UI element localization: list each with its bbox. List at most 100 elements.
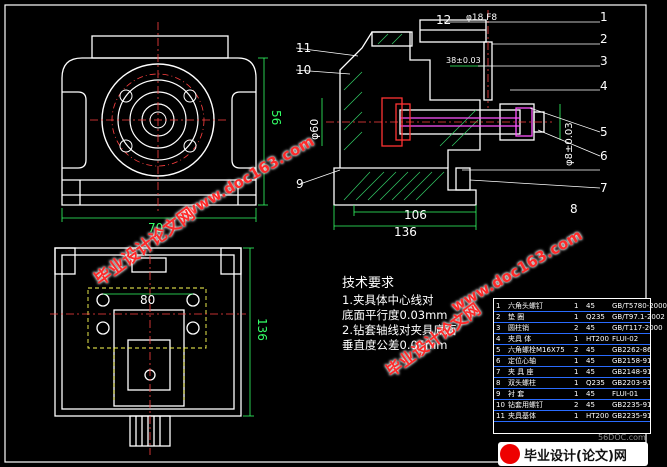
section-centerline xyxy=(326,10,552,123)
section-dia-60: φ60 xyxy=(308,119,321,140)
section-dim-106: 106 xyxy=(404,208,427,222)
bom-cell: GB/T5780-2000 xyxy=(612,302,667,310)
bom-cell: 2 xyxy=(574,324,579,332)
bom-row: 3 圆柱销 2 45 GB/T117-2000 xyxy=(494,323,663,334)
callout-9: 9 xyxy=(296,177,304,191)
bom-cell: 1 xyxy=(574,379,579,387)
bom-cell: 1 xyxy=(574,302,579,310)
top-dim-136-label: 136 xyxy=(255,318,269,341)
technical-notes: 技术要求 1.夹具体中心线对 底面平行度0.03mm 2.钻套轴线对夹具底面 垂… xyxy=(342,272,456,353)
top-view xyxy=(54,247,242,447)
bom-cell: Q235 xyxy=(586,313,605,321)
bom-cell: 圆柱销 xyxy=(508,324,529,332)
bom-cell: 45 xyxy=(586,368,595,376)
bom-cell: HT200 xyxy=(586,412,609,420)
bom-cell: 六角头螺钉 xyxy=(508,302,543,310)
callout-4: 4 xyxy=(600,79,608,93)
callout-8: 8 xyxy=(570,202,578,216)
bom-cell: 45 xyxy=(586,390,595,398)
bom-cell: 7 xyxy=(496,368,501,376)
callout-numbers: 1 2 3 4 5 6 7 8 9 10 11 12 xyxy=(296,10,608,216)
top-dim-80-label: 80 xyxy=(140,293,155,307)
bom-cell: GB2235-91 xyxy=(612,412,652,420)
top-centerlines xyxy=(50,240,246,455)
callout-1: 1 xyxy=(600,10,608,24)
bom-cell: 45 xyxy=(586,346,595,354)
bom-cell: 6 xyxy=(496,357,501,365)
section-dim-136: 136 xyxy=(394,225,417,239)
front-dim-56 xyxy=(258,57,268,206)
bom-cell: GB2203-91 xyxy=(612,379,652,387)
bom-cell: 夹具 体 xyxy=(508,335,532,343)
bom-row: 9 衬 套 1 45 FLUI-01 xyxy=(494,389,650,400)
bom-cell: GB2148-91 xyxy=(612,368,652,376)
bom-cell: 衬 套 xyxy=(508,390,525,398)
section-spindle-color xyxy=(400,107,533,137)
callout-10: 10 xyxy=(296,63,311,77)
front-dim-56-label: 56 xyxy=(269,110,283,125)
bom-cell: 8 xyxy=(496,379,501,387)
footer-logo: 56DOC.com 毕业设计(论文)网 xyxy=(498,433,648,466)
top-hidden xyxy=(87,287,207,400)
bom-cell: 11 xyxy=(496,412,505,420)
callout-5: 5 xyxy=(600,125,608,139)
bom-cell: 45 xyxy=(586,357,595,365)
footer-logo-icon xyxy=(500,444,520,464)
drawing-frame xyxy=(4,4,647,463)
bom-cell: 2 xyxy=(574,346,579,354)
bom-cell: 10 xyxy=(496,401,505,409)
footer-brand: 毕业设计(论文)网 xyxy=(524,449,627,464)
top-dim-70-label: 70 xyxy=(148,221,163,235)
notes-line-2: 底面平行度0.03mm xyxy=(342,308,448,322)
callout-11: 11 xyxy=(296,41,311,55)
callout-12: 12 xyxy=(436,13,451,27)
notes-line-4: 垂直度公差0.05mm xyxy=(342,338,448,352)
front-view xyxy=(61,35,257,206)
bom-cell: 4 xyxy=(496,335,501,343)
section-tol-top: φ18 F8 xyxy=(466,13,497,23)
bom-row: 5 六角螺栓M16X75 2 45 GB2262-86 xyxy=(494,345,652,356)
section-dia-8: φ8±0.03 xyxy=(564,122,575,166)
callout-6: 6 xyxy=(600,149,608,163)
bom-cell: 3 xyxy=(496,324,501,332)
callout-3: 3 xyxy=(600,54,608,68)
bom-cell: 六角螺栓M16X75 xyxy=(508,346,565,354)
bom-cell: 双头螺柱 xyxy=(508,379,536,387)
bom-cell: 钻套用螺钉 xyxy=(508,401,543,409)
bom-cell: 5 xyxy=(496,346,501,354)
cad-drawing: 56 70 xyxy=(4,4,647,463)
notes-line-3: 2.钻套轴线对夹具底面 xyxy=(342,323,457,337)
bom-cell: 1 xyxy=(574,313,579,321)
bom-cell: 1 xyxy=(574,390,579,398)
bom-cell: 定位心轴 xyxy=(508,357,536,365)
bom-cell: GB2235-91 xyxy=(612,401,652,409)
bom-cell: 2 xyxy=(496,313,501,321)
bom-cell: 45 xyxy=(586,302,595,310)
bom-cell: 1 xyxy=(574,335,579,343)
bom-cell: 1 xyxy=(574,357,579,365)
bom-cell: GB2262-86 xyxy=(612,346,652,354)
bom-cell: 夹 具 座 xyxy=(508,368,534,376)
bom-cell: 45 xyxy=(586,324,595,332)
section-tol-38: 38±0.03 xyxy=(446,56,481,65)
bom-cell: 9 xyxy=(496,390,501,398)
front-centerlines xyxy=(90,22,228,212)
section-hatch xyxy=(343,33,479,201)
bom-cell: GB/T117-2000 xyxy=(612,324,663,332)
bom-cell: 1 xyxy=(496,302,501,310)
bom-cell: 45 xyxy=(586,401,595,409)
notes-line-1: 1.夹具体中心线对 xyxy=(342,293,434,307)
callout-leaders xyxy=(295,19,601,189)
bom-cell: FLUI-01 xyxy=(612,390,639,398)
footer-site: 56DOC.com xyxy=(598,433,646,442)
bom-cell: 1 xyxy=(574,412,579,420)
bom-row: 1 六角头螺钉 1 45 GB/T5780-2000 xyxy=(494,301,667,312)
callout-7: 7 xyxy=(600,181,608,195)
callout-2: 2 xyxy=(600,32,608,46)
bom-cell: HT200 xyxy=(586,335,609,343)
